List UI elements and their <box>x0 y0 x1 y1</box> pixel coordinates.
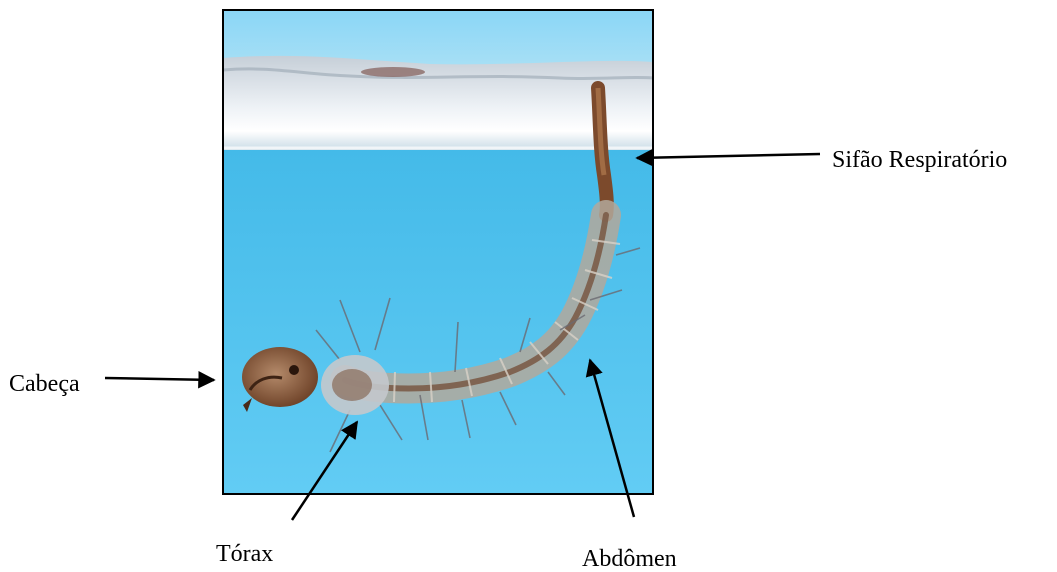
label-thorax: Tórax <box>216 542 273 566</box>
surface-reflection <box>361 67 425 77</box>
larva-photo <box>223 10 653 494</box>
thorax-core <box>332 369 372 401</box>
label-head: Cabeça <box>9 372 80 396</box>
arrow-siphon <box>637 154 820 158</box>
label-abdomen: Abdômen <box>582 547 677 571</box>
arrow-head <box>105 378 214 380</box>
label-siphon: Sifão Respiratório <box>832 148 1007 172</box>
larva-eye <box>289 365 299 375</box>
